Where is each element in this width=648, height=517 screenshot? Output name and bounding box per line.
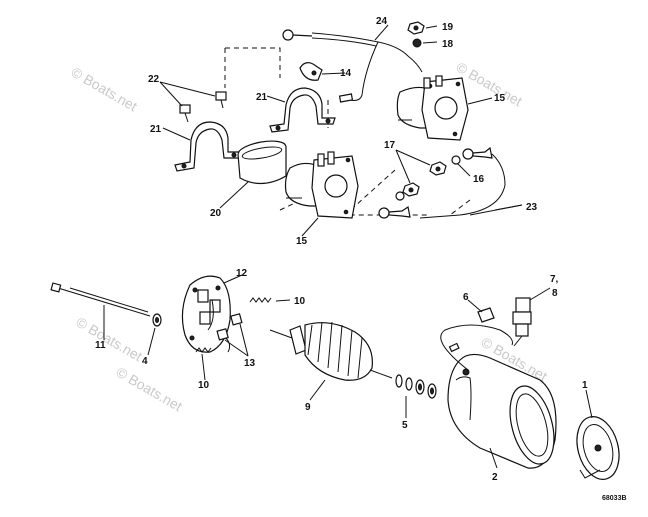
callout-2: 2 [492,472,498,483]
callout-22: 22 [148,74,160,85]
brush-plate-12 [181,275,231,353]
callout-13: 13 [244,358,256,369]
watermark-3: © Boats.net [74,314,146,365]
callout-5: 5 [402,420,408,431]
clip-14 [299,62,323,81]
battery-cable-24 [282,29,423,103]
through-bolt-11 [50,282,151,317]
callout-9: 9 [305,402,311,413]
spring-10-upper [249,297,272,303]
callout-21-upper: 21 [256,92,268,103]
washer-4 [152,313,162,327]
callout-20: 20 [210,208,222,219]
brush-13-upper [230,313,243,326]
nut-19 [407,21,425,35]
callout-17: 17 [384,140,396,151]
drawing-number: 68033B [602,495,627,502]
callout-15-upper: 15 [494,93,506,104]
callout-11: 11 [95,340,106,351]
callout-16: 16 [473,174,485,185]
brush-13-lower [216,328,231,353]
armature-9 [269,321,393,381]
callout-18: 18 [442,39,454,50]
callout-1: 1 [582,380,588,391]
connector-7-8 [512,297,532,347]
callout-19: 19 [442,22,454,33]
solenoid-15-lower [284,151,359,219]
frame-2 [447,353,557,469]
callout-21-lower: 21 [150,124,162,135]
bracket-21-upper [269,87,336,133]
end-cap-1 [576,416,620,480]
watermark-4: © Boats.net [114,364,186,415]
callout-6: 6 [463,292,469,303]
callout-7: 7, [550,274,559,285]
callout-8: 8 [552,288,558,299]
callout-24: 24 [376,16,388,27]
callout-12: 12 [236,268,248,279]
bracket-21-lower [174,121,243,172]
callout-4: 4 [142,356,148,367]
callout-15-lower: 15 [296,236,308,247]
callout-14: 14 [340,68,352,79]
screws-22 [179,91,227,123]
solenoid-15-upper [396,75,469,141]
cable-23 [378,146,506,219]
lockwashers-16 [395,155,461,201]
nuts-17 [402,161,447,197]
callout-labels: 24 19 18 14 22 21 21 15 20 15 17 16 23 1… [95,16,627,502]
sleeve-20 [237,140,287,185]
washer-set-5 [395,374,437,399]
callout-10-upper: 10 [294,296,306,307]
callout-10-lower: 10 [198,380,210,391]
callout-23: 23 [526,202,538,213]
lead-wire [440,324,513,371]
watermark-1: © Boats.net [69,64,141,115]
lockwasher-18 [412,38,422,48]
spring-10-lower [195,347,212,353]
leader-lines [103,24,593,469]
